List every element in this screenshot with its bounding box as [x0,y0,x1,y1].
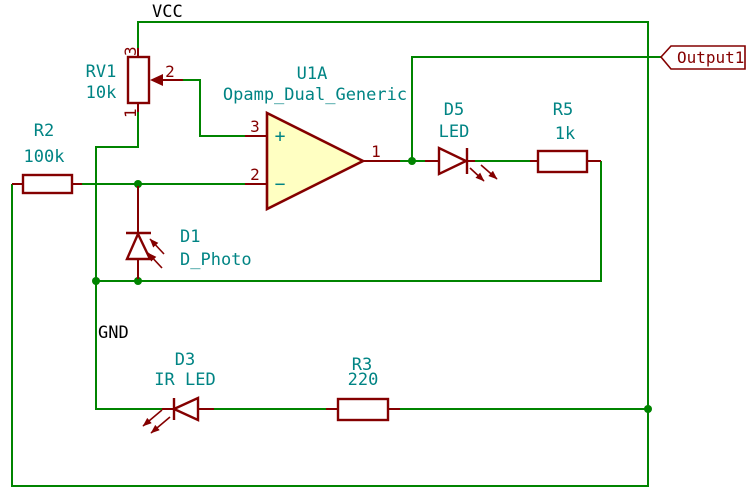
wire-vcc-rail [11,21,649,487]
component-u1a-opamp: + − 3 2 1 U1A Opamp_Dual_Generic [223,64,407,212]
component-r2-resistor: R2 100k [12,121,82,195]
d1-light-arrow [147,252,163,269]
d3-light-arrow [150,416,171,434]
junction-dot [92,277,100,285]
wire-wiper-to-noninv [183,79,245,137]
d3-light-arrow [142,409,163,427]
wire-gnd-vertical [95,112,162,410]
u1a-minus-sign: − [275,174,286,195]
gnd-net-label: GND [98,323,129,343]
vcc-net-label: VCC [152,2,183,22]
r2-reference: R2 [34,121,54,141]
d3-triangle [171,396,200,422]
output1-label-outline [659,45,746,70]
d3-value: IR LED [154,370,215,390]
rv1-body [126,55,151,105]
u1a-pin1-number: 1 [371,142,381,161]
wire-output1-tap [411,56,661,161]
component-rv1-potentiometer: RV1 10k 3 1 2 [86,46,183,118]
r2-body [21,173,74,195]
rv1-value: 10k [86,83,117,103]
junction-dot [134,277,142,285]
component-d1-photodiode: D1 D_Photo [125,186,252,279]
junction-dot [134,180,142,188]
rv1-reference: RV1 [86,62,117,82]
wire-r5-gnd-return [96,161,602,282]
d1-reference: D1 [180,227,200,247]
d5-light-arrow [469,167,485,182]
r5-body [536,149,589,174]
junction-dot [408,157,416,165]
r3-value: 220 [348,370,379,390]
d1-light-arrow [149,238,165,255]
component-d5-led: D5 LED [425,100,498,182]
rv1-wiper-arrow [150,74,163,86]
u1a-plus-sign: + [275,126,286,147]
component-d3-ir-led: D3 IR LED [142,350,216,434]
r3-body [336,397,390,422]
d1-triangle [125,231,152,261]
u1a-body [265,110,366,212]
d3-reference: D3 [175,350,195,370]
r5-value: 1k [555,124,575,144]
r3-reference: R3 [352,355,372,375]
rv1-pin1-number: 1 [121,108,140,118]
u1a-reference: U1A [297,64,328,84]
u1a-pin3-number: 3 [250,117,260,136]
d1-value: D_Photo [180,250,252,270]
u1a-pin2-number: 2 [250,165,260,184]
rv1-pin2-number: 2 [165,62,175,81]
d5-triangle [437,146,469,176]
component-r5-resistor: R5 1k [530,100,601,174]
wires [11,21,661,487]
u1a-value: Opamp_Dual_Generic [223,85,407,105]
rv1-pin3-number: 3 [121,46,140,56]
component-r3-resistor: R3 220 [326,355,400,422]
d5-light-arrow [480,164,498,180]
d5-value: LED [439,122,470,142]
hierarchical-label-output1: Output1 [659,45,746,70]
output1-label-text: Output1 [677,48,744,67]
junction-dot [644,405,652,413]
r5-reference: R5 [553,100,573,120]
r2-value: 100k [24,147,65,167]
d5-reference: D5 [444,100,464,120]
junctions [92,157,652,413]
